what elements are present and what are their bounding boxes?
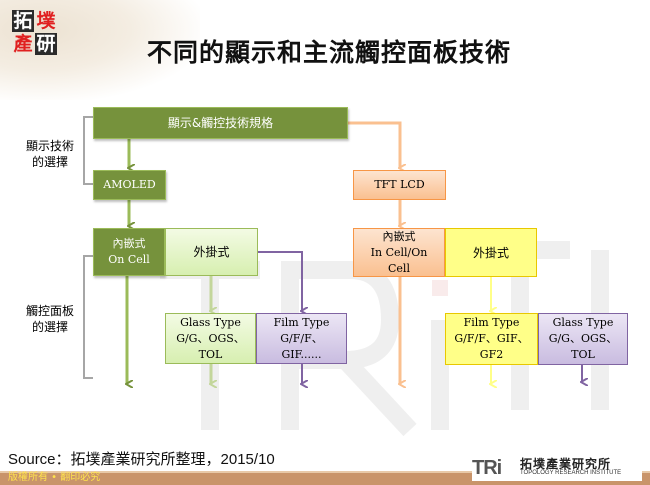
label-display-choice: 顯示技術 的選擇 (20, 138, 80, 170)
node-left-embedded-text: 內嵌式 On Cell (108, 237, 150, 266)
node-left-external-text: 外掛式 (193, 245, 230, 259)
node-amoled: AMOLED (93, 170, 166, 200)
node-left-glass-type: Glass Type G/G、OGS、 TOL (165, 313, 256, 364)
node-right-external: 外掛式 (445, 228, 537, 277)
node-right-film-type: Film Type G/F/F、GIF、 GF2 (445, 313, 538, 365)
tri-mark-text: TRi (472, 457, 502, 479)
page-title: 不同的顯示和主流觸控面板技術 (147, 38, 512, 67)
node-left-external: 外掛式 (165, 228, 258, 276)
tri-brand-logo: TRi 拓墣產業研究所 TOPOLOGY RESEARCH INSTITUTE (472, 455, 642, 481)
node-amoled-text: AMOLED (103, 178, 156, 191)
logo-char: 拓 (12, 10, 34, 32)
logo-char: 產 (13, 33, 33, 55)
node-right-embedded-text: 內嵌式 In Cell/On Cell (370, 229, 428, 275)
node-left-glass-type-text: Glass Type G/G、OGS、 TOL (176, 315, 245, 361)
node-right-embedded: 內嵌式 In Cell/On Cell (353, 228, 445, 277)
company-logo: 拓 墣 產 研 (12, 10, 60, 56)
logo-char: 墣 (36, 10, 56, 32)
node-left-embedded: 內嵌式 On Cell (93, 228, 165, 276)
node-tft-lcd: TFT LCD (353, 170, 446, 200)
label-display-choice-text: 顯示技術 的選擇 (25, 139, 74, 169)
label-touch-choice: 觸控面板 的選擇 (20, 303, 80, 335)
node-left-film-type-text: Film Type G/F/F、 GIF...... (273, 315, 330, 361)
label-touch-choice-text: 觸控面板 的選擇 (25, 304, 74, 334)
logo-char: 研 (35, 33, 57, 55)
brand-name-cn: 拓墣產業研究所 (520, 457, 612, 471)
node-right-glass-type-text: Glass Type G/G、OGS、 TOL (548, 316, 618, 361)
bracket-display (83, 116, 93, 185)
node-root-text: 顯示&觸控技術規格 (167, 116, 274, 130)
bracket-touch (83, 255, 93, 379)
brand-name-en: TOPOLOGY RESEARCH INSTITUTE (520, 470, 622, 476)
node-left-film-type: Film Type G/F/F、 GIF...... (256, 313, 347, 364)
source-note: Source：拓墣產業研究所整理，2015/10 (8, 451, 275, 468)
tri-mark: TRi (472, 457, 502, 480)
node-right-film-type-text: Film Type G/F/F、GIF、 GF2 (454, 316, 529, 361)
node-root-spec: 顯示&觸控技術規格 (93, 107, 348, 139)
node-tft-lcd-text: TFT LCD (374, 178, 425, 191)
copyright-text: 版權所有 • 翻印必究 (8, 472, 101, 483)
node-right-glass-type: Glass Type G/G、OGS、 TOL (538, 313, 628, 365)
node-right-external-text: 外掛式 (472, 245, 509, 260)
